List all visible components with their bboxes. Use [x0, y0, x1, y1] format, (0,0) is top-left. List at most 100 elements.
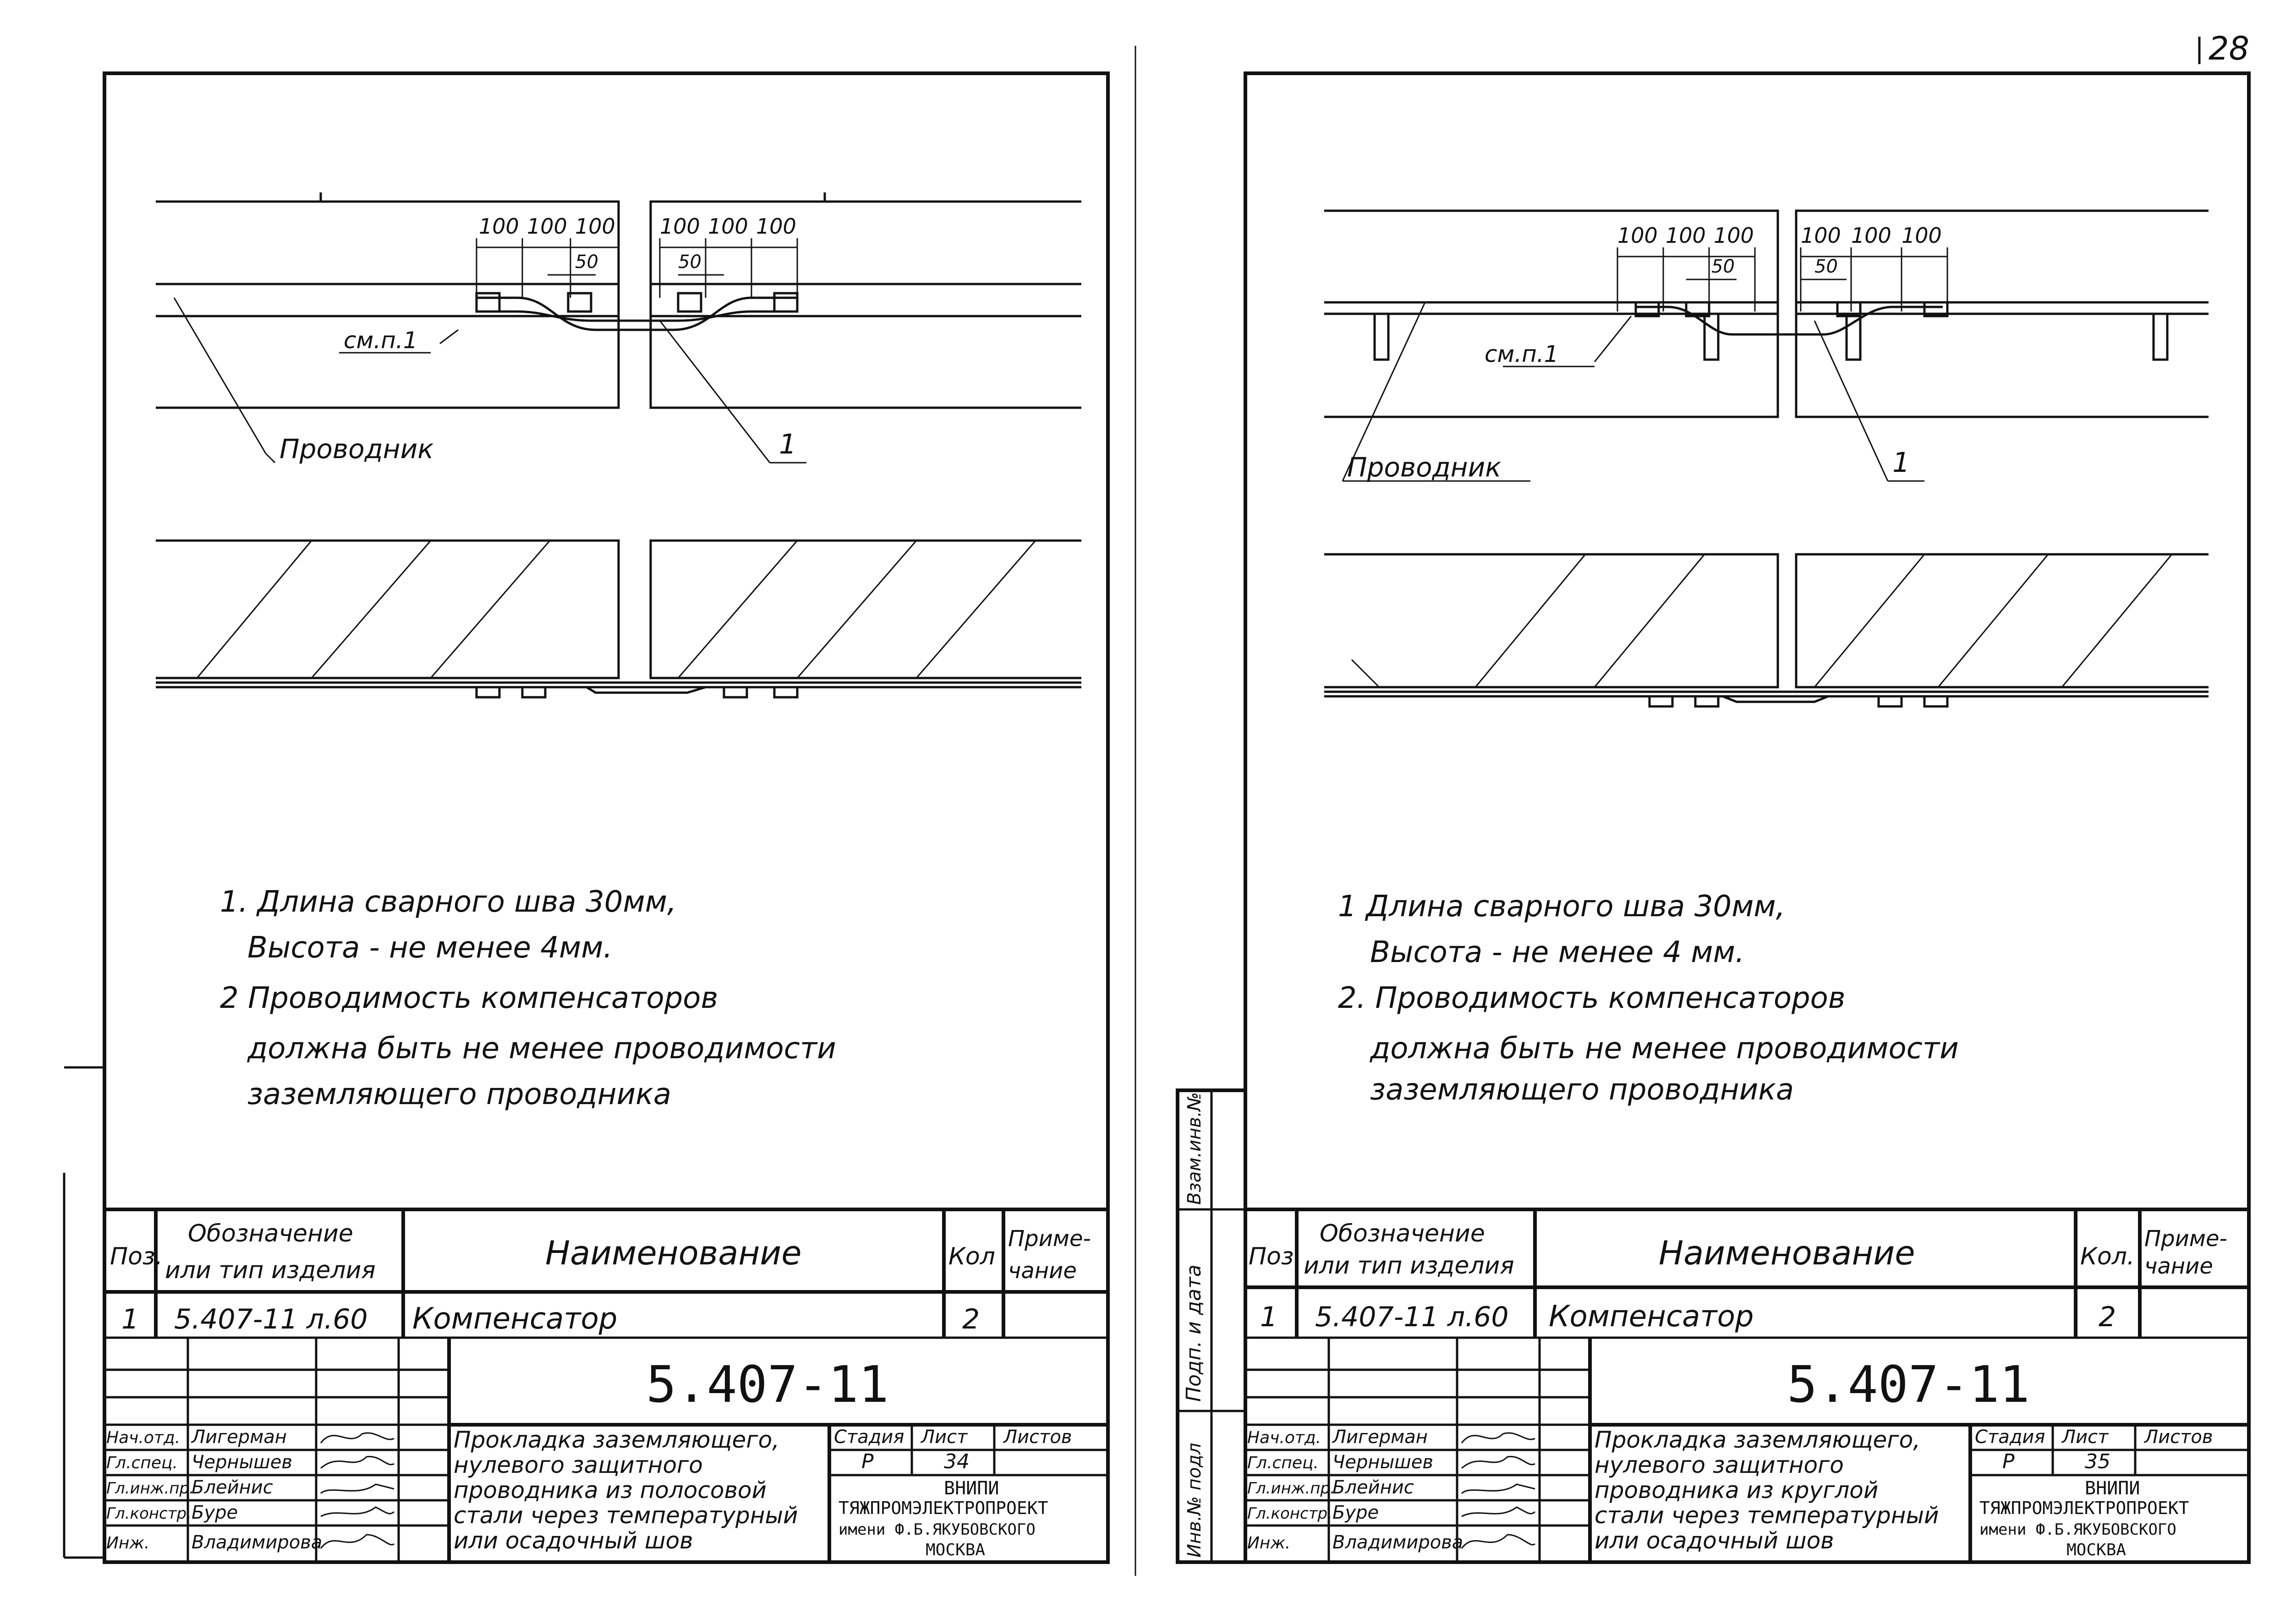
stage-label: Стадия: [834, 1427, 904, 1448]
dim-left-3: 100: [575, 214, 615, 239]
dim-left-2: 100: [1666, 223, 1706, 248]
note-line-4: должна быть не менее проводимости: [1370, 1032, 1959, 1066]
person-5: Владимирова: [1332, 1532, 1463, 1553]
row-name: Компенсатор: [412, 1302, 617, 1336]
th-designation-2: или тип изделия: [1304, 1252, 1514, 1280]
org-4: МОСКВА: [2066, 1541, 2126, 1559]
dim-left-1: 100: [479, 214, 519, 239]
note-line-2: Высота - не менее 4 мм.: [1370, 935, 1744, 969]
side-label-3: Инв.№ подл: [1184, 1443, 1205, 1558]
th-name: Наименование: [1659, 1234, 1915, 1272]
dim-left-1: 100: [1617, 223, 1658, 248]
dim-right-3: 100: [1902, 223, 1942, 248]
sheets-label: Листов: [2143, 1427, 2213, 1448]
title-line-1: Прокладка заземляющего,: [1595, 1427, 1920, 1453]
th-designation-1: Обозначение: [188, 1220, 353, 1247]
side-label-1: Взам.инв.№: [1184, 1092, 1205, 1205]
stage-value: Р: [861, 1450, 874, 1473]
person-4: Буре: [1332, 1502, 1379, 1523]
note-line-5: заземляющего проводника: [247, 1077, 671, 1111]
role-1: Нач.отд.: [1247, 1428, 1321, 1447]
th-note-2: чание: [1008, 1258, 1077, 1284]
dim-right-1: 100: [1801, 223, 1841, 248]
note-line-1: 1 Длина сварного шва 30мм,: [1338, 890, 1785, 924]
conductor-label: Проводник: [1347, 452, 1501, 483]
role-4: Гл.констр.: [1247, 1504, 1332, 1523]
title-line-4: стали через температурный: [454, 1502, 798, 1529]
role-2: Гл.спец.: [1247, 1454, 1319, 1472]
note-line-3: 2 Проводимость компенсаторов: [220, 981, 718, 1015]
note-line-4: должна быть не менее проводимости: [247, 1032, 836, 1066]
doc-code: 5.407-11: [646, 1355, 889, 1414]
page-number: 28: [2209, 30, 2249, 67]
th-designation-1: Обозначение: [1320, 1220, 1485, 1247]
side-label-2: Подп. и дата: [1182, 1264, 1206, 1402]
half-dim-right: 50: [1814, 256, 1838, 277]
th-name: Наименование: [545, 1234, 802, 1272]
person-4: Буре: [192, 1502, 238, 1523]
right-sheet: 100 100 100 100 100 100 50 50 см.п.1 Про…: [1176, 71, 2251, 1564]
ref-label: см.п.1: [344, 327, 418, 354]
left-sheet: 100 100 100 100 100 100 50 50 см.п.1 Про…: [63, 71, 1110, 1564]
note-line-1: 1. Длина сварного шва 30мм,: [220, 885, 676, 919]
row-pos: 1: [1260, 1301, 1277, 1333]
person-1: Лигерман: [191, 1427, 287, 1448]
person-1: Лигерман: [1332, 1427, 1428, 1448]
row-qty: 2: [2099, 1301, 2116, 1333]
org-3: имени Ф.Б.ЯКУБОВСКОГО: [1979, 1520, 2176, 1539]
conductor-label: Проводник: [280, 433, 433, 465]
sheets-label: Листов: [1003, 1427, 1072, 1448]
th-pos: Поз: [1249, 1243, 1294, 1270]
title-line-2: нулевого защитного: [454, 1452, 703, 1478]
th-note-2: чание: [2144, 1253, 2213, 1279]
note-line-3: 2. Проводимость компенсаторов: [1338, 981, 1846, 1015]
note-line-2: Высота - не менее 4мм.: [247, 931, 613, 965]
stage-label: Стадия: [1975, 1427, 2045, 1448]
org-1: ВНИПИ: [944, 1478, 999, 1499]
title-line-2: нулевого защитного: [1595, 1452, 1844, 1478]
ref-label: см.п.1: [1485, 341, 1559, 367]
half-dim-left: 50: [575, 252, 598, 273]
left-plan-view: [156, 192, 1081, 464]
person-5: Владимирова: [192, 1532, 322, 1553]
role-2: Гл.спец.: [106, 1454, 178, 1472]
role-1: Нач.отд.: [106, 1428, 180, 1447]
right-plan-view: [1324, 209, 2209, 482]
row-designation: 5.407-11 л.60: [174, 1303, 368, 1335]
org-2: ТЯЖПРОМЭЛЕКТРОПРОЕКТ: [839, 1498, 1048, 1518]
sheet-label: Лист: [2061, 1427, 2109, 1448]
right-title-block: [1245, 1338, 2249, 1562]
th-note-1: Приме-: [2144, 1226, 2227, 1252]
callout-1: 1: [1892, 447, 1910, 479]
title-line-1: Прокладка заземляющего,: [454, 1427, 779, 1453]
th-pos: Поз.: [110, 1243, 163, 1270]
sheet-value: 35: [2085, 1450, 2110, 1473]
th-designation-2: или тип изделия: [165, 1257, 376, 1284]
person-2: Чернышев: [192, 1452, 292, 1473]
dim-left-3: 100: [1714, 223, 1754, 248]
dim-right-2: 100: [1851, 223, 1891, 248]
dim-left-2: 100: [527, 214, 567, 239]
org-1: ВНИПИ: [2085, 1478, 2140, 1499]
role-5: Инж.: [106, 1534, 149, 1553]
title-line-5: или осадочный шов: [454, 1527, 693, 1554]
signatures: [1461, 1432, 1536, 1549]
dim-right-1: 100: [660, 214, 700, 239]
callout-1: 1: [779, 428, 796, 460]
dim-right-3: 100: [756, 214, 796, 239]
title-line-4: стали через температурный: [1595, 1502, 1939, 1529]
role-5: Инж.: [1247, 1534, 1290, 1553]
sheet-label: Лист: [920, 1427, 968, 1448]
role-3: Гл.инж.пр.: [1247, 1479, 1335, 1498]
doc-code: 5.407-11: [1787, 1355, 2030, 1414]
person-2: Чернышев: [1332, 1452, 1433, 1473]
person-3: Блейнис: [1332, 1477, 1414, 1498]
row-qty: 2: [962, 1303, 980, 1335]
half-dim-left: 50: [1711, 256, 1735, 277]
stage-value: Р: [2002, 1450, 2015, 1473]
row-pos: 1: [121, 1303, 139, 1335]
left-frame: [103, 71, 1110, 1564]
title-line-3: проводника из круглой: [1595, 1477, 1878, 1504]
org-4: МОСКВА: [926, 1541, 985, 1559]
title-line-5: или осадочный шов: [1595, 1527, 1834, 1554]
